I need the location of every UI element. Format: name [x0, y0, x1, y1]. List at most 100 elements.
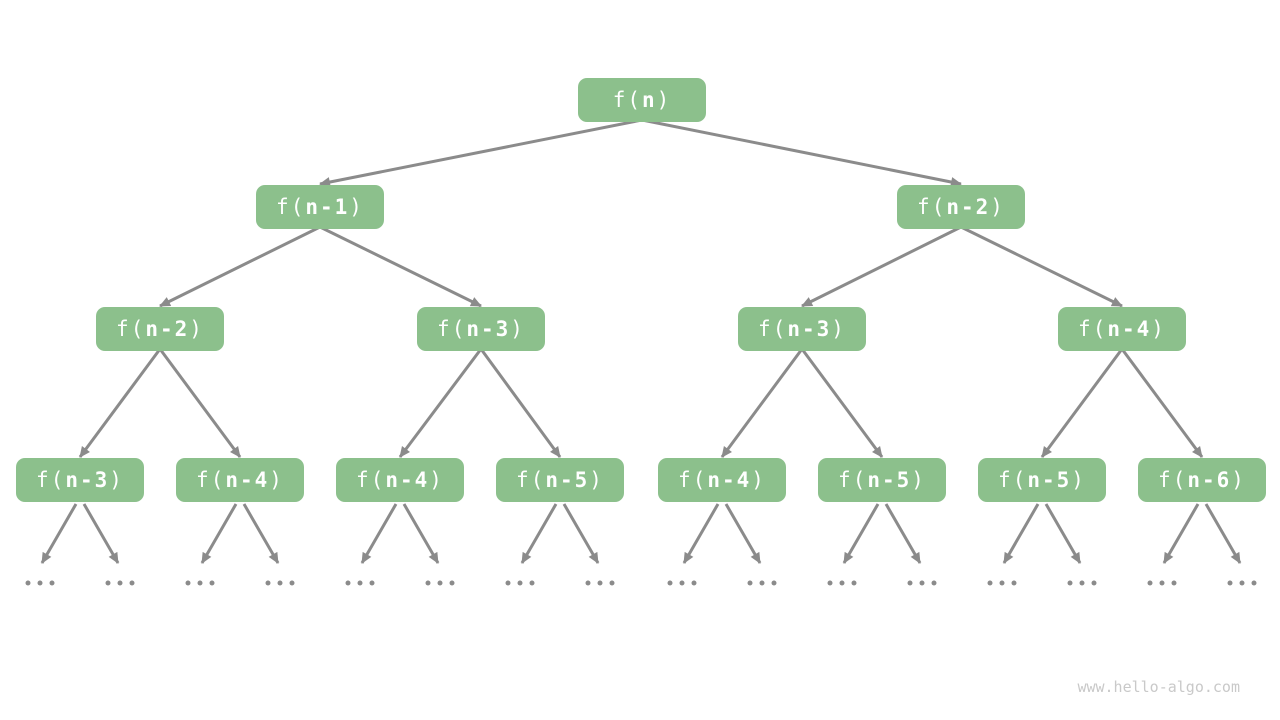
edge-arrow	[398, 348, 483, 458]
ellipsis-dot	[1171, 580, 1177, 586]
edge-arrow	[884, 503, 922, 564]
ellipsis-dot	[1239, 580, 1245, 586]
edge-arrow	[682, 503, 720, 564]
edge-arrow	[1044, 503, 1082, 564]
edge-arrow	[40, 503, 78, 564]
ellipsis-dot	[369, 580, 375, 586]
ellipsis-dot	[425, 580, 431, 586]
node-label-arg: n-2	[946, 195, 991, 219]
tree-node-f-n-5: f(n-5)	[496, 458, 624, 502]
edge-arrow	[319, 118, 643, 187]
ellipsis-dot	[265, 580, 271, 586]
tree-node-f-n-4: f(n-4)	[176, 458, 304, 502]
node-label-arg: n-1	[305, 195, 350, 219]
ellipsis-dot	[197, 580, 203, 586]
node-label-prefix: f(	[437, 317, 467, 341]
ellipsis-dot	[25, 580, 31, 586]
edge-arrow	[479, 348, 562, 458]
ellipsis-dot	[1091, 580, 1097, 586]
ellipsis-dot	[759, 580, 765, 586]
edge-arrow	[641, 118, 962, 187]
node-label-prefix: f(	[356, 468, 386, 492]
edge-arrow	[360, 503, 398, 564]
node-label-arg: n-5	[1027, 468, 1072, 492]
edge-arrow	[724, 503, 762, 564]
node-label-suffix: )	[510, 317, 525, 341]
ellipsis-dot	[49, 580, 55, 586]
ellipsis-dot	[357, 580, 363, 586]
ellipsis-dot	[289, 580, 295, 586]
ellipsis-dot	[277, 580, 283, 586]
node-label-suffix: )	[911, 468, 926, 492]
node-label-prefix: f(	[838, 468, 868, 492]
node-label-prefix: f(	[36, 468, 66, 492]
edge-arrow	[520, 503, 558, 564]
ellipsis	[425, 580, 455, 586]
ellipsis-dot	[679, 580, 685, 586]
ellipsis-dot	[529, 580, 535, 586]
ellipsis	[265, 580, 295, 586]
edge-arrow	[800, 348, 884, 458]
ellipsis-dot	[839, 580, 845, 586]
ellipsis-dot	[505, 580, 511, 586]
ellipsis-dot	[517, 580, 523, 586]
edge-arrow	[960, 225, 1123, 308]
ellipsis	[987, 580, 1017, 586]
edge-arrow	[82, 503, 120, 564]
ellipsis-dot	[851, 580, 857, 586]
ellipsis-dot	[449, 580, 455, 586]
ellipsis	[185, 580, 215, 586]
tree-node-f-n-6: f(n-6)	[1138, 458, 1266, 502]
node-label-prefix: f(	[678, 468, 708, 492]
ellipsis-dot	[691, 580, 697, 586]
tree-node-f-n-2: f(n-2)	[897, 185, 1025, 229]
ellipsis-dot	[907, 580, 913, 586]
ellipsis-dot	[37, 580, 43, 586]
node-label-suffix: )	[109, 468, 124, 492]
edge-arrow	[1204, 503, 1242, 564]
ellipsis	[667, 580, 697, 586]
node-label-prefix: f(	[1078, 317, 1108, 341]
tree-node-f-n-5: f(n-5)	[978, 458, 1106, 502]
edge-arrow	[801, 225, 962, 308]
node-label-prefix: f(	[612, 88, 642, 112]
ellipsis	[1227, 580, 1257, 586]
ellipsis-dot	[1011, 580, 1017, 586]
ellipsis	[747, 580, 777, 586]
node-label-arg: n-5	[867, 468, 912, 492]
tree-node-f-n-4: f(n-4)	[658, 458, 786, 502]
ellipsis-dot	[345, 580, 351, 586]
tree-node-f-n-5: f(n-5)	[818, 458, 946, 502]
node-label-prefix: f(	[1158, 468, 1188, 492]
ellipsis-dot	[209, 580, 215, 586]
ellipsis-dot	[105, 580, 111, 586]
edge-arrow	[78, 348, 162, 458]
ellipsis-dot	[1147, 580, 1153, 586]
node-label-suffix: )	[1231, 468, 1246, 492]
ellipsis-dot	[931, 580, 937, 586]
edge-arrow	[1040, 348, 1124, 458]
edge-arrow	[1162, 503, 1200, 564]
ellipsis-dot	[129, 580, 135, 586]
node-label-prefix: f(	[276, 195, 306, 219]
node-label-suffix: )	[189, 317, 204, 341]
ellipsis	[25, 580, 55, 586]
node-label-arg: n-5	[545, 468, 590, 492]
ellipsis-dot	[1159, 580, 1165, 586]
node-label-suffix: )	[831, 317, 846, 341]
tree-node-f-n-3: f(n-3)	[16, 458, 144, 502]
ellipsis	[345, 580, 375, 586]
node-label-suffix: )	[1071, 468, 1086, 492]
tree-node-f-n-3: f(n-3)	[738, 307, 866, 351]
ellipsis-dot	[827, 580, 833, 586]
ellipsis	[505, 580, 535, 586]
node-label-suffix: )	[656, 88, 672, 112]
edge-arrow	[562, 503, 600, 564]
ellipsis-dot	[1067, 580, 1073, 586]
tree-node-f-n-4: f(n-4)	[1058, 307, 1186, 351]
ellipsis-dot	[771, 580, 777, 586]
edge-arrow	[1002, 503, 1040, 564]
ellipsis-dot	[1079, 580, 1085, 586]
node-label-arg: n-4	[225, 468, 270, 492]
ellipsis-dot	[667, 580, 673, 586]
